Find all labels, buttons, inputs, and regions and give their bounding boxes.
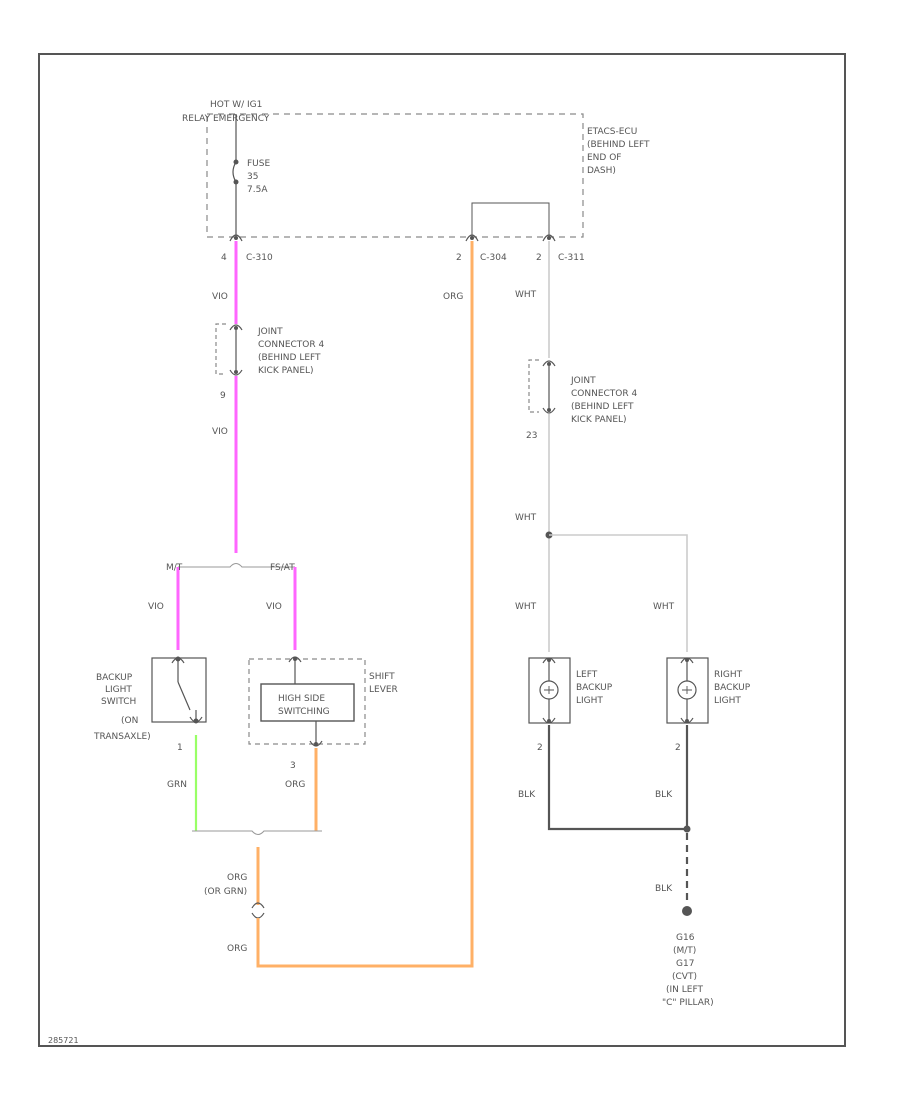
right-light-pin: 2 <box>675 743 681 753</box>
etacs-internal-wire <box>471 202 550 237</box>
wire-label-blk: BLK <box>655 790 673 800</box>
etacs-label-4: DASH) <box>587 166 616 176</box>
fuse-number-label: 35 <box>247 172 258 182</box>
connector-icon <box>229 234 243 242</box>
fuse-icon <box>232 159 239 185</box>
left-light-pin: 2 <box>537 743 543 753</box>
connector-c304: C-304 <box>480 253 507 263</box>
joint-connector-right-label-3: (BEHIND LEFT <box>571 402 634 412</box>
etacs-label-3: END OF <box>587 153 621 163</box>
wire-label-vio: VIO <box>212 292 228 302</box>
wire-label-wht: WHT <box>515 513 537 523</box>
ground-label-3: G17 <box>676 959 694 969</box>
lower-merge-bus <box>192 830 322 835</box>
wire-label-org: ORG <box>227 944 247 954</box>
splice-dot-icon <box>683 825 691 833</box>
fuse-name-label: FUSE <box>247 159 270 169</box>
joint-connector-left-label-3: (BEHIND LEFT <box>258 353 321 363</box>
wire-label-blk: BLK <box>655 884 673 894</box>
left-light-label-2: BACKUP <box>576 683 613 693</box>
wire-label-org-alt: (OR GRN) <box>204 887 247 897</box>
right-light-label-3: LIGHT <box>714 696 741 706</box>
pin-c311: 2 <box>536 253 542 263</box>
ground-label-1: G16 <box>676 933 695 943</box>
joint-connector-right-pin: 23 <box>526 431 537 441</box>
connector-c311: C-311 <box>558 253 585 263</box>
connector-icon <box>542 657 556 724</box>
wire-label-vio: VIO <box>148 602 164 612</box>
joint-connector-left-pin: 9 <box>220 391 226 401</box>
wire-white <box>549 534 688 652</box>
backup-switch-label-2: LIGHT <box>105 685 132 695</box>
pin-c304: 2 <box>456 253 462 263</box>
joint-connector-right-label-2: CONNECTOR 4 <box>571 389 637 399</box>
connector-c310: C-310 <box>246 253 273 263</box>
wire-label-blk: BLK <box>518 790 536 800</box>
ground-icon <box>682 906 692 916</box>
joint-connector-left-label-2: CONNECTOR 4 <box>258 340 324 350</box>
joint-connector-left-label-4: KICK PANEL) <box>258 366 314 376</box>
wire-label-org: ORG <box>227 873 247 883</box>
joint-connector-right-label-1: JOINT <box>570 376 596 386</box>
ground-label-4: (CVT) <box>672 972 697 982</box>
joint-connector-right-box <box>528 359 539 413</box>
connector-icon <box>542 234 556 242</box>
backup-switch-pin: 1 <box>177 743 183 753</box>
left-light-label-3: LIGHT <box>576 696 603 706</box>
connector-icon <box>251 902 265 919</box>
wire-label-grn: GRN <box>167 780 187 790</box>
backup-switch-label-5: TRANSAXLE) <box>93 732 151 742</box>
etacs-label-1: ETACS-ECU <box>587 127 637 137</box>
wire-label-wht: WHT <box>653 602 675 612</box>
ground-label-6: "C" PILLAR) <box>662 998 714 1008</box>
ground-label-2: (M/T) <box>673 946 696 956</box>
figure-code: 285721 <box>48 1036 79 1045</box>
wire-label-org: ORG <box>443 292 463 302</box>
wire-label-wht: WHT <box>515 602 537 612</box>
connector-icon <box>465 234 479 242</box>
etacs-label-2: (BEHIND LEFT <box>587 140 650 150</box>
left-light-label-1: LEFT <box>576 670 598 680</box>
shift-lever-label-1: SHIFT <box>369 672 395 682</box>
connector-icon <box>229 324 243 376</box>
wire-black <box>547 725 687 831</box>
lamp-icon <box>677 661 697 720</box>
lamp-icon <box>539 661 559 720</box>
high-side-label-2: SWITCHING <box>278 707 330 717</box>
shift-lever-box <box>248 658 366 745</box>
high-side-switching-box <box>260 683 355 722</box>
relay-label: RELAY EMERGENCY <box>182 114 270 124</box>
connector-icon <box>288 656 323 747</box>
wire-label-vio: VIO <box>212 427 228 437</box>
etacs-ecu-box <box>206 113 584 238</box>
joint-connector-left-box <box>215 323 226 375</box>
high-side-label-1: HIGH SIDE <box>278 694 325 704</box>
diagram-frame <box>38 53 846 1047</box>
fuse-amp-label: 7.5A <box>247 185 268 195</box>
backup-light-switch-box <box>151 657 207 723</box>
wire-label-vio: VIO <box>266 602 282 612</box>
right-light-label-1: RIGHT <box>714 670 743 680</box>
backup-switch-label-3: SWITCH <box>101 697 136 707</box>
cvt-label: FS/AT <box>270 563 295 573</box>
violet-split-bus <box>178 563 295 568</box>
joint-connector-right-label-4: KICK PANEL) <box>571 415 627 425</box>
right-light-label-2: BACKUP <box>714 683 751 693</box>
wire-label-org: ORG <box>285 780 305 790</box>
shift-lever-label-2: LEVER <box>369 685 398 695</box>
ground-label-5: (IN LEFT <box>666 985 703 995</box>
shift-lever-pin: 3 <box>290 761 296 771</box>
backup-switch-label-4: (ON <box>121 716 138 726</box>
joint-connector-left-label-1: JOINT <box>257 327 283 337</box>
wire-label-wht: WHT <box>515 290 537 300</box>
backup-switch-label-1: BACKUP <box>96 673 133 683</box>
hot-at-label: HOT W/ IG1 <box>210 100 262 110</box>
pin-c310: 4 <box>221 253 227 263</box>
mt-label: M/T <box>166 563 183 573</box>
connector-icon <box>680 657 694 724</box>
wire-orange <box>256 241 474 968</box>
connector-icon <box>542 360 556 414</box>
switch-icon <box>171 656 203 724</box>
